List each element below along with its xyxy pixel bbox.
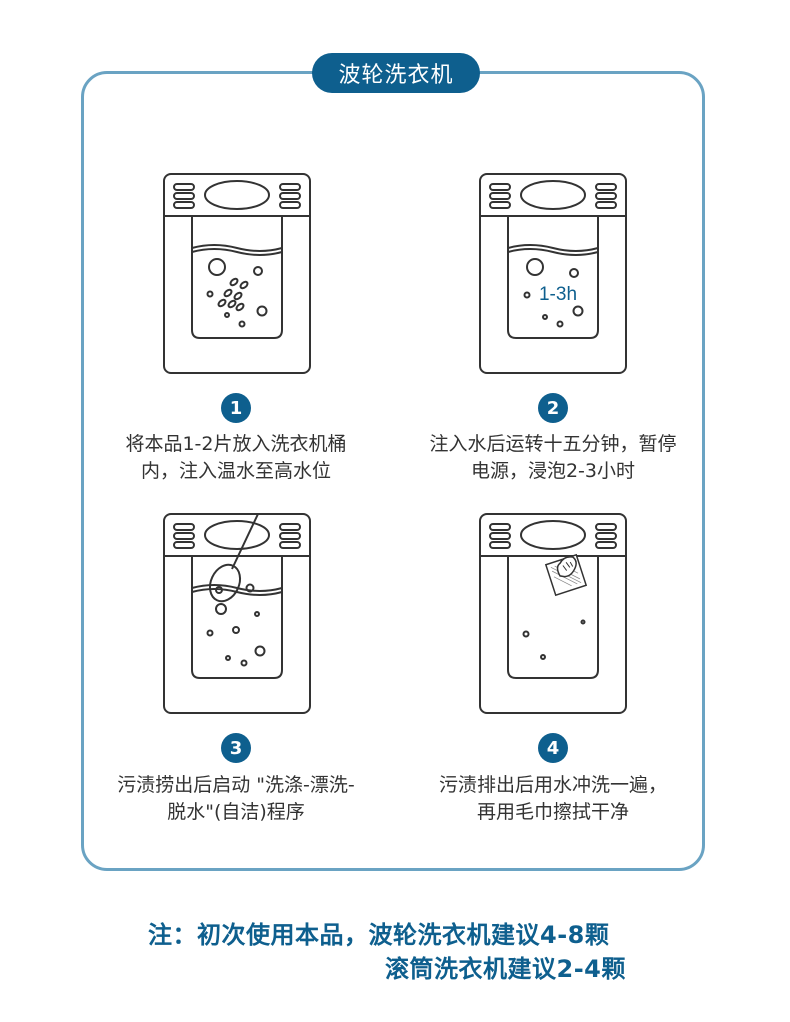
page-title: 波轮洗衣机: [312, 53, 480, 93]
step-1-line-1: 将本品1-2片放入洗衣机桶: [125, 433, 347, 455]
washing-machine-cloth-icon: [479, 513, 627, 714]
usage-note-line-1: 注：初次使用本品，波轮洗衣机建议4-8颗: [148, 921, 610, 949]
step-2-line-2: 电源，浸泡2-3小时: [470, 460, 636, 482]
washing-machine-tablets-icon: [163, 173, 311, 374]
step-4-line-2: 再用毛巾擦拭干净: [476, 801, 629, 823]
step-2-caption: 注入水后运转十五分钟，暂停 电源，浸泡2-3小时: [398, 431, 708, 485]
step-2-badge: 2: [538, 393, 568, 423]
step-3-line-1: 污渍捞出后启动 "洗涤-漂洗-: [117, 774, 355, 796]
step-3-line-2: 脱水"(自洁)程序: [167, 801, 305, 823]
usage-note-line-2: 滚筒洗衣机建议2-4颗: [385, 955, 626, 983]
step-3-badge: 3: [221, 733, 251, 763]
step-4-badge: 4: [538, 733, 568, 763]
step-2-line-1: 注入水后运转十五分钟，暂停: [429, 433, 677, 455]
step-4-line-1: 污渍排出后用水冲洗一遍，: [438, 774, 667, 796]
step-1-badge: 1: [221, 393, 251, 423]
timer-label: 1-3h: [539, 284, 577, 305]
step-1-caption: 将本品1-2片放入洗衣机桶 内，注入温水至高水位: [81, 431, 391, 485]
step-4-caption: 污渍排出后用水冲洗一遍， 再用毛巾擦拭干净: [398, 772, 708, 826]
step-1-line-2: 内，注入温水至高水位: [140, 460, 331, 482]
step-3-caption: 污渍捞出后启动 "洗涤-漂洗- 脱水"(自洁)程序: [81, 772, 391, 826]
washing-machine-scoop-icon: [163, 513, 311, 714]
washing-machine-timer-icon: 1-3h: [479, 173, 627, 374]
